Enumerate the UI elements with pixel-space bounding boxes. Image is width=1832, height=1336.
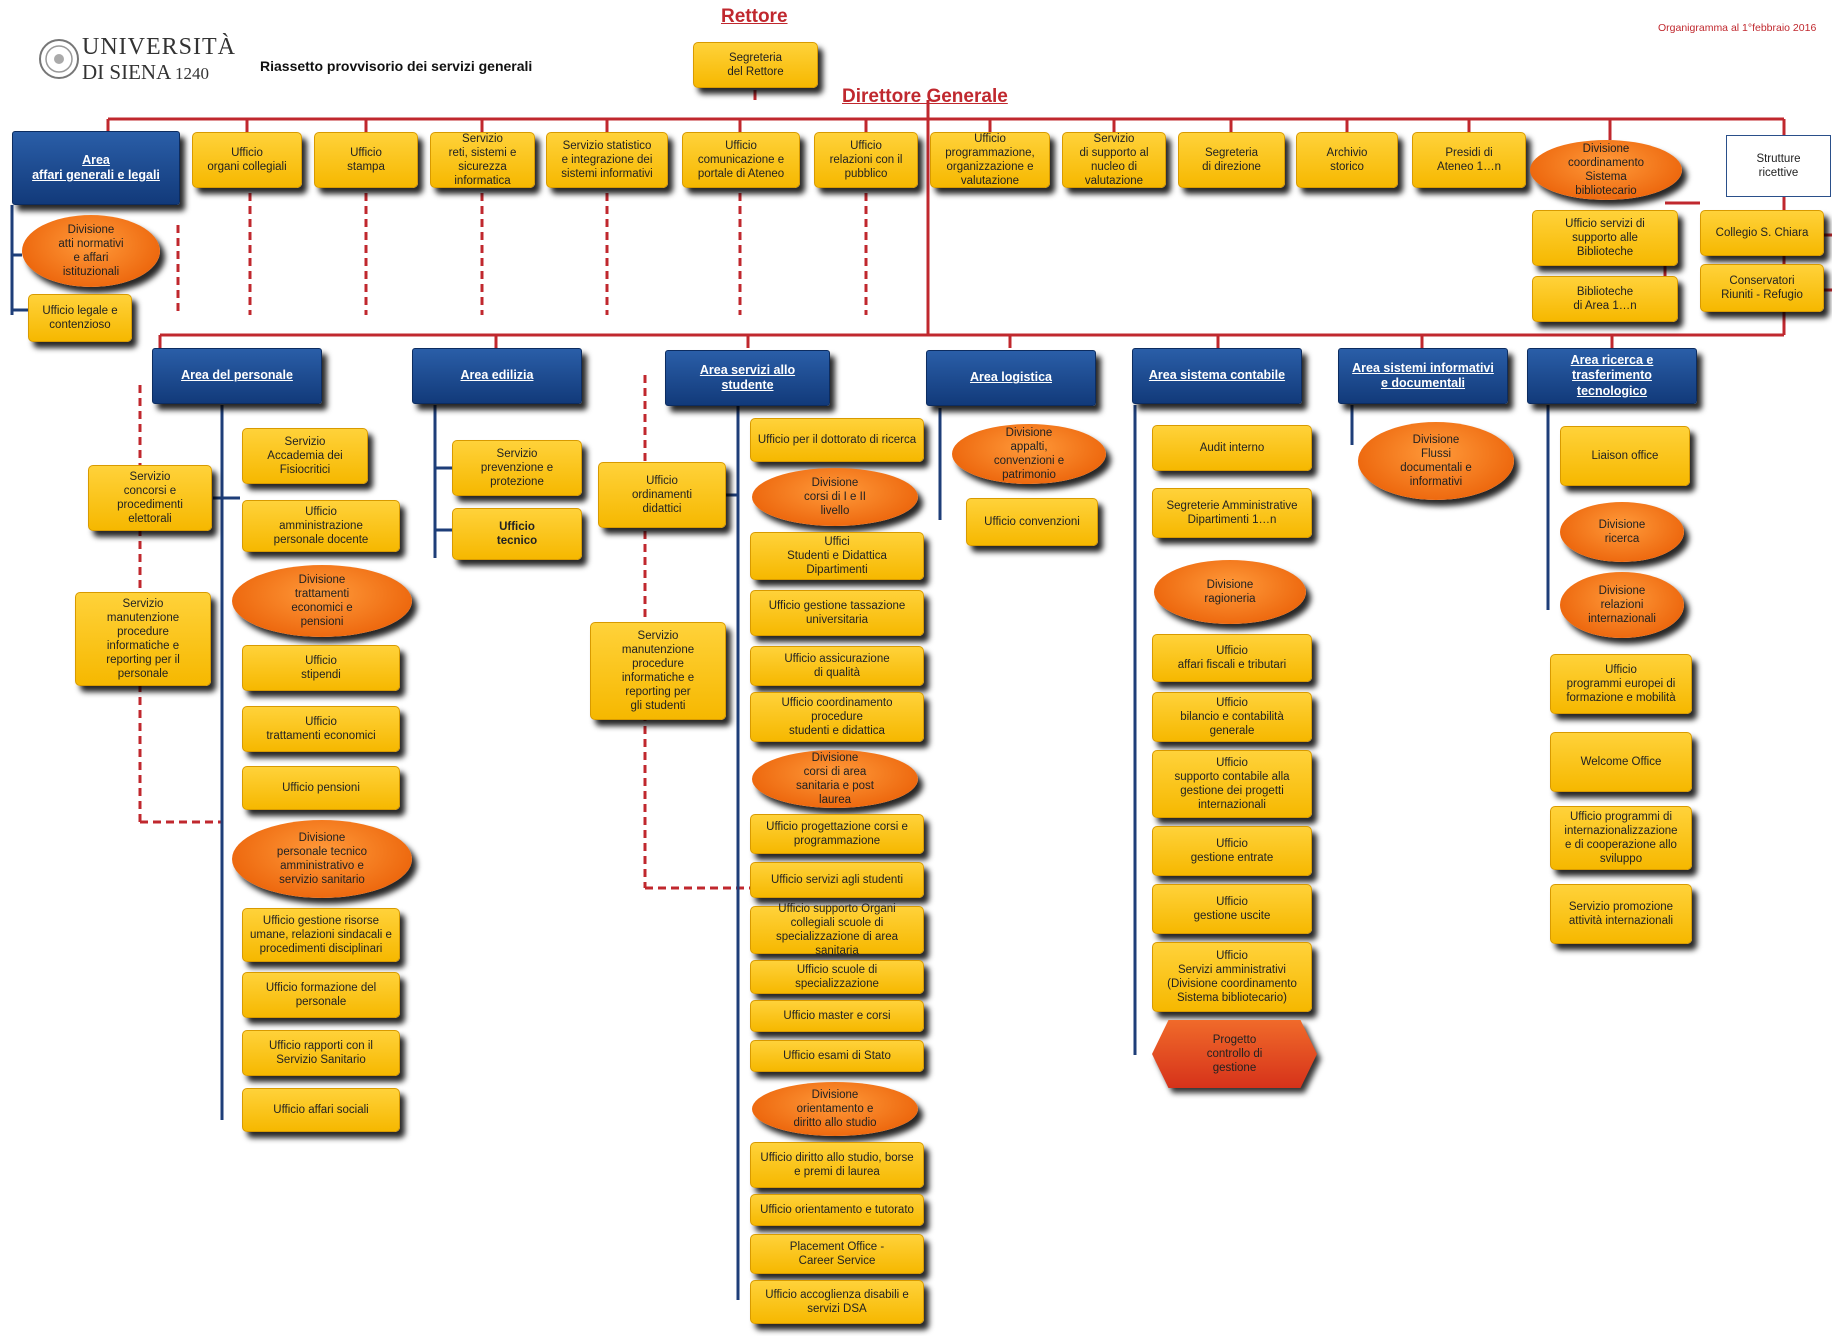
servizio-manutenzione-studenti: Servizio manutenzione procedure informat… bbox=[590, 622, 726, 720]
servizio-accademia: Servizio Accademia dei Fisiocritici bbox=[242, 428, 368, 484]
divisione-trattamenti: Divisione trattamenti economici e pensio… bbox=[232, 565, 412, 637]
ufficio-coordinamento-procedure: Ufficio coordinamento procedure studenti… bbox=[750, 692, 924, 742]
university-subname: DI SIENA 1240 bbox=[82, 60, 209, 85]
ufficio-affari-sociali: Ufficio affari sociali bbox=[242, 1088, 400, 1132]
ufficio-qualita: Ufficio assicurazione di qualità bbox=[750, 646, 924, 686]
ufficio-programmazione: Ufficio programmazione, organizzazione e… bbox=[930, 132, 1050, 188]
ufficio-trattamenti-economici: Ufficio trattamenti economici bbox=[242, 706, 400, 752]
servizio-statistico: Servizio statistico e integrazione dei s… bbox=[546, 132, 668, 188]
segreteria-rettore: Segreteria del Rettore bbox=[693, 42, 818, 88]
ufficio-rapporti-sanitario: Ufficio rapporti con il Servizio Sanitar… bbox=[242, 1030, 400, 1076]
servizio-nucleo: Servizio di supporto al nucleo di valuta… bbox=[1062, 132, 1166, 188]
divisione-orientamento: Divisione orientamento e diritto allo st… bbox=[752, 1082, 918, 1136]
divisione-ragioneria: Divisione ragioneria bbox=[1154, 560, 1306, 624]
segreterie-amministrative: Segreterie Amministrative Dipartimenti 1… bbox=[1152, 488, 1312, 538]
segreteria-direzione: Segreteria di direzione bbox=[1178, 132, 1285, 188]
divisione-corsi-livello: Divisione corsi di I e II livello bbox=[752, 468, 918, 526]
ufficio-convenzioni: Ufficio convenzioni bbox=[966, 498, 1098, 546]
ufficio-stipendi: Ufficio stipendi bbox=[242, 645, 400, 691]
page-title: Riassetto provvisorio dei servizi genera… bbox=[260, 58, 533, 74]
area-logistica: Area logistica bbox=[926, 350, 1096, 406]
uffici-studenti-dipartimenti: Uffici Studenti e Didattica Dipartimenti bbox=[750, 532, 924, 580]
university-city: DI SIENA bbox=[82, 60, 172, 84]
ufficio-formazione: Ufficio formazione del personale bbox=[242, 972, 400, 1018]
ufficio-pensioni: Ufficio pensioni bbox=[242, 766, 400, 810]
ufficio-accoglienza-disabili: Ufficio accoglienza disabili e servizi D… bbox=[750, 1280, 924, 1324]
ufficio-organi-collegiali: Ufficio organi collegiali bbox=[192, 132, 302, 188]
divisione-area-sanitaria: Divisione corsi di area sanitaria e post… bbox=[752, 750, 918, 808]
area-ricerca: Area ricerca e trasferimento tecnologico bbox=[1527, 348, 1697, 404]
ufficio-orientamento-tutorato: Ufficio orientamento e tutorato bbox=[750, 1194, 924, 1226]
area-personale: Area del personale bbox=[152, 348, 322, 404]
ufficio-risorse-umane: Ufficio gestione risorse umane, relazion… bbox=[242, 908, 400, 962]
ufficio-servizi-amministrativi: Ufficio Servizi amministrativi (Division… bbox=[1152, 942, 1312, 1012]
biblioteche-di-area: Biblioteche di Area 1…n bbox=[1532, 276, 1678, 322]
rettore-label: Rettore bbox=[721, 6, 788, 27]
audit-interno: Audit interno bbox=[1152, 425, 1312, 471]
ufficio-servizi-biblioteche: Ufficio servizi di supporto alle Bibliot… bbox=[1532, 210, 1678, 266]
ufficio-stampa: Ufficio stampa bbox=[314, 132, 418, 188]
ufficio-progettazione-corsi: Ufficio progettazione corsi e programmaz… bbox=[750, 814, 924, 854]
strutture-ricettive: Strutture ricettive bbox=[1726, 135, 1831, 197]
university-seal-icon bbox=[39, 39, 79, 79]
area-servizi-studente: Area servizi allo studente bbox=[665, 350, 830, 406]
ufficio-programmi-europei: Ufficio programmi europei di formazione … bbox=[1550, 654, 1692, 714]
divisione-relazioni-internazionali: Divisione relazioni internazionali bbox=[1560, 572, 1684, 638]
area-edilizia: Area edilizia bbox=[412, 348, 582, 404]
area-sistema-contabile: Area sistema contabile bbox=[1132, 348, 1302, 404]
ufficio-master: Ufficio master e corsi bbox=[750, 1000, 924, 1032]
progetto-wrapper: Progetto controllo di gestione bbox=[1152, 1020, 1317, 1088]
ufficio-tassazione: Ufficio gestione tassazione universitari… bbox=[750, 590, 924, 636]
ufficio-servizi-studenti: Ufficio servizi agli studenti bbox=[750, 862, 924, 898]
servizio-concorsi: Servizio concorsi e procedimenti elettor… bbox=[88, 465, 212, 531]
divisione-personale-tecnico: Divisione personale tecnico amministrati… bbox=[232, 820, 412, 898]
collegio-santa-chiara: Collegio S. Chiara bbox=[1700, 210, 1824, 256]
servizio-reti: Servizio reti, sistemi e sicurezza infor… bbox=[430, 132, 535, 188]
ufficio-ordinamenti: Ufficio ordinamenti didattici bbox=[598, 462, 726, 528]
ufficio-relazioni-pubblico: Ufficio relazioni con il pubblico bbox=[814, 132, 918, 188]
divisione-ricerca: Divisione ricerca bbox=[1560, 502, 1684, 562]
ufficio-gestione-entrate: Ufficio gestione entrate bbox=[1152, 826, 1312, 876]
ufficio-personale-docente: Ufficio amministrazione personale docent… bbox=[242, 500, 400, 552]
ufficio-comunicazione: Ufficio comunicazione e portale di Atene… bbox=[682, 132, 800, 188]
ufficio-diritto-studio: Ufficio diritto allo studio, borse e pre… bbox=[750, 1142, 924, 1188]
welcome-office: Welcome Office bbox=[1550, 732, 1692, 792]
conservatori-riuniti: Conservatori Riuniti - Refugio bbox=[1700, 264, 1824, 312]
ufficio-esami-stato: Ufficio esami di Stato bbox=[750, 1040, 924, 1072]
placement-office: Placement Office - Career Service bbox=[750, 1234, 924, 1274]
university-year: 1240 bbox=[175, 64, 209, 83]
servizio-promozione: Servizio promozione attività internazion… bbox=[1550, 884, 1692, 944]
direttore-label: Direttore Generale bbox=[842, 86, 1008, 107]
divisione-atti-normativi: Divisione atti normativi e affari istitu… bbox=[22, 215, 160, 287]
liaison-office: Liaison office bbox=[1560, 426, 1690, 486]
ufficio-supporto-organi: Ufficio supporto Organi collegiali scuol… bbox=[750, 903, 924, 957]
university-name: UNIVERSITÀ bbox=[82, 34, 236, 60]
progetto-controllo-gestione: Progetto controllo di gestione bbox=[1152, 1020, 1317, 1088]
ufficio-affari-fiscali: Ufficio affari fiscali e tributari bbox=[1152, 634, 1312, 682]
ufficio-supporto-contabile: Ufficio supporto contabile alla gestione… bbox=[1152, 750, 1312, 818]
ufficio-tecnico: Ufficio tecnico bbox=[452, 508, 582, 560]
area-affari-generali: Area affari generali e legali bbox=[12, 131, 180, 205]
servizio-prevenzione: Servizio prevenzione e protezione bbox=[452, 440, 582, 496]
archivio-storico: Archivio storico bbox=[1296, 132, 1398, 188]
ufficio-gestione-uscite: Ufficio gestione uscite bbox=[1152, 884, 1312, 934]
ufficio-internazionalizzazione: Ufficio programmi di internazionalizzazi… bbox=[1550, 806, 1692, 870]
servizio-manutenzione-personale: Servizio manutenzione procedure informat… bbox=[75, 592, 211, 686]
area-sistemi-informativi: Area sistemi informativi e documentali bbox=[1338, 348, 1508, 404]
ufficio-dottorato: Ufficio per il dottorato di ricerca bbox=[750, 418, 924, 462]
divisione-coordinamento-bibliotecario: Divisione coordinamento Sistema bibliote… bbox=[1530, 140, 1682, 200]
ufficio-bilancio: Ufficio bilancio e contabilità generale bbox=[1152, 692, 1312, 742]
divisione-flussi-documentali: Divisione Flussi documentali e informati… bbox=[1358, 422, 1514, 500]
date-label: Organigramma al 1°febbraio 2016 bbox=[1658, 22, 1817, 34]
ufficio-legale: Ufficio legale e contenzioso bbox=[28, 294, 132, 342]
ufficio-scuole-specializzazione: Ufficio scuole di specializzazione bbox=[750, 960, 924, 994]
presidi-ateneo: Presidi di Ateneo 1…n bbox=[1412, 132, 1526, 188]
divisione-appalti: Divisione appalti, convenzioni e patrimo… bbox=[952, 424, 1106, 484]
